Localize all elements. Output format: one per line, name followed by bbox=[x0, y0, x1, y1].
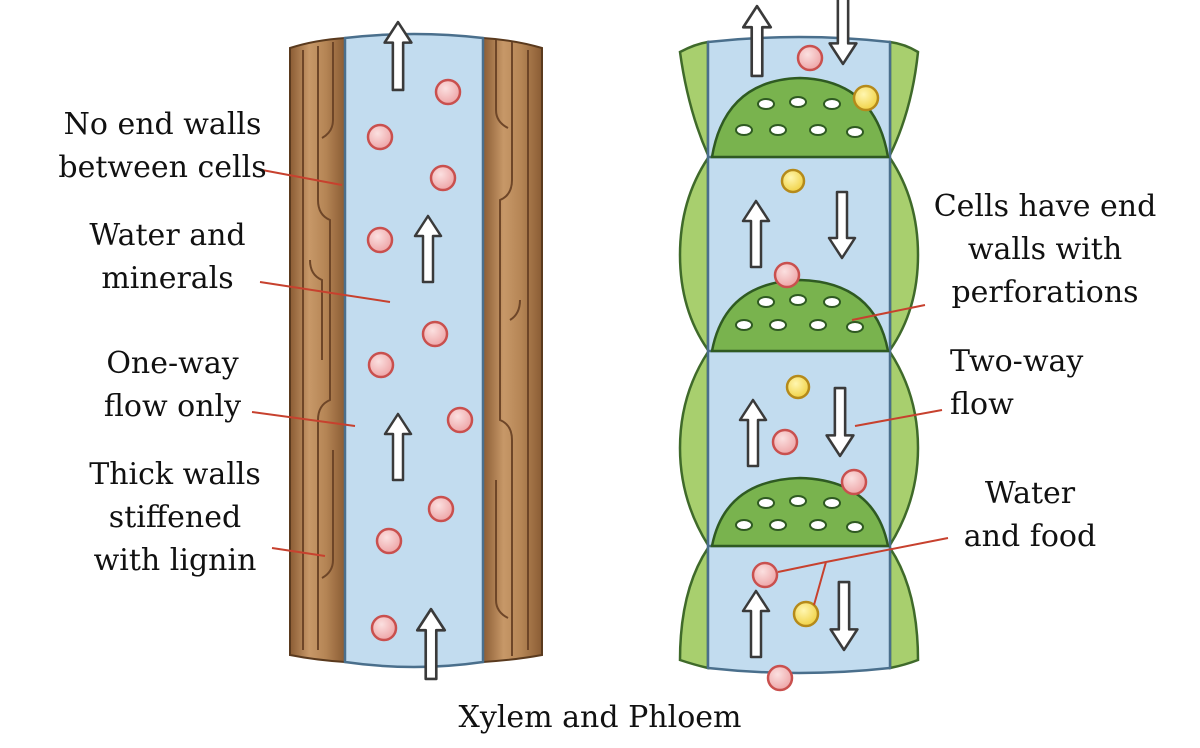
xylem-particles bbox=[366, 78, 474, 642]
label-line: Two-way bbox=[950, 344, 1084, 379]
label-line: Cells have end bbox=[933, 189, 1157, 224]
mineral-particle bbox=[370, 614, 398, 642]
label-no-end-walls: No end walls between cells bbox=[55, 103, 270, 189]
label-line: stiffened bbox=[108, 500, 242, 535]
mineral-particle bbox=[427, 495, 455, 523]
label-line: Water and bbox=[89, 218, 246, 253]
water-particle bbox=[751, 561, 779, 589]
leader-line-one-way bbox=[251, 411, 356, 427]
label-water-minerals: Water and minerals bbox=[70, 214, 265, 300]
phloem-companion-cells-right bbox=[888, 40, 920, 670]
food-particle bbox=[785, 374, 811, 400]
label-thick-walls: Thick walls stiffened with lignin bbox=[70, 453, 280, 582]
phloem-food-particles bbox=[780, 84, 880, 628]
label-two-way-flow: Two-way flow bbox=[950, 340, 1150, 426]
mineral-particle bbox=[429, 164, 457, 192]
diagram-caption: Xylem and Phloem bbox=[458, 700, 742, 735]
leader-lines bbox=[251, 169, 949, 606]
phloem-water-particles bbox=[751, 44, 868, 692]
leader-line-perforations bbox=[851, 304, 926, 321]
label-end-walls-perforations: Cells have end walls with perforations bbox=[925, 185, 1165, 314]
mineral-particle bbox=[434, 78, 462, 106]
leader-line-water-food bbox=[777, 537, 949, 606]
xylem-vessel bbox=[289, 20, 543, 681]
xylem-wood-grain-left bbox=[302, 42, 334, 650]
leader-line-two-way bbox=[854, 409, 943, 427]
label-line: and food bbox=[963, 519, 1097, 554]
mineral-particle bbox=[367, 351, 395, 379]
water-particle bbox=[796, 44, 824, 72]
mineral-particle bbox=[375, 527, 403, 555]
label-line: with lignin bbox=[93, 543, 257, 578]
mineral-particle bbox=[366, 123, 394, 151]
mineral-particle bbox=[446, 406, 474, 434]
sieve-plate bbox=[710, 476, 890, 548]
leader-line-end-walls bbox=[261, 169, 343, 186]
label-line: between cells bbox=[58, 150, 267, 185]
label-line: Thick walls bbox=[89, 457, 261, 492]
food-particle bbox=[780, 168, 806, 194]
water-particle bbox=[766, 664, 794, 692]
sieve-plate bbox=[710, 278, 890, 353]
mineral-particle bbox=[421, 320, 449, 348]
label-line: flow only bbox=[103, 389, 242, 424]
label-line: flow bbox=[950, 387, 1014, 422]
label-line: Water bbox=[984, 476, 1076, 511]
leader-line-water-minerals bbox=[259, 281, 391, 303]
mineral-particle bbox=[366, 226, 394, 254]
label-line: No end walls bbox=[63, 107, 262, 142]
water-particle bbox=[840, 468, 868, 496]
label-one-way-flow: One-way flow only bbox=[75, 342, 270, 428]
sieve-plate bbox=[710, 76, 890, 159]
xylem-wood-grain-right bbox=[495, 40, 529, 656]
phloem-sieve-plates bbox=[710, 76, 890, 548]
phloem-companion-cells-left bbox=[678, 40, 710, 670]
food-particle bbox=[792, 600, 820, 628]
label-line: walls with bbox=[967, 232, 1123, 267]
water-particle bbox=[773, 261, 801, 289]
sieve-plate-perforations bbox=[735, 96, 864, 533]
label-water-food: Water and food bbox=[945, 472, 1115, 558]
leader-line-thick-walls bbox=[271, 547, 326, 557]
label-line: perforations bbox=[951, 275, 1139, 310]
phloem-tube bbox=[678, 0, 920, 692]
label-line: minerals bbox=[101, 261, 234, 296]
label-line: One-way bbox=[106, 346, 239, 381]
water-particle bbox=[771, 428, 799, 456]
xylem-lumen bbox=[343, 32, 485, 669]
food-particle bbox=[852, 84, 880, 112]
